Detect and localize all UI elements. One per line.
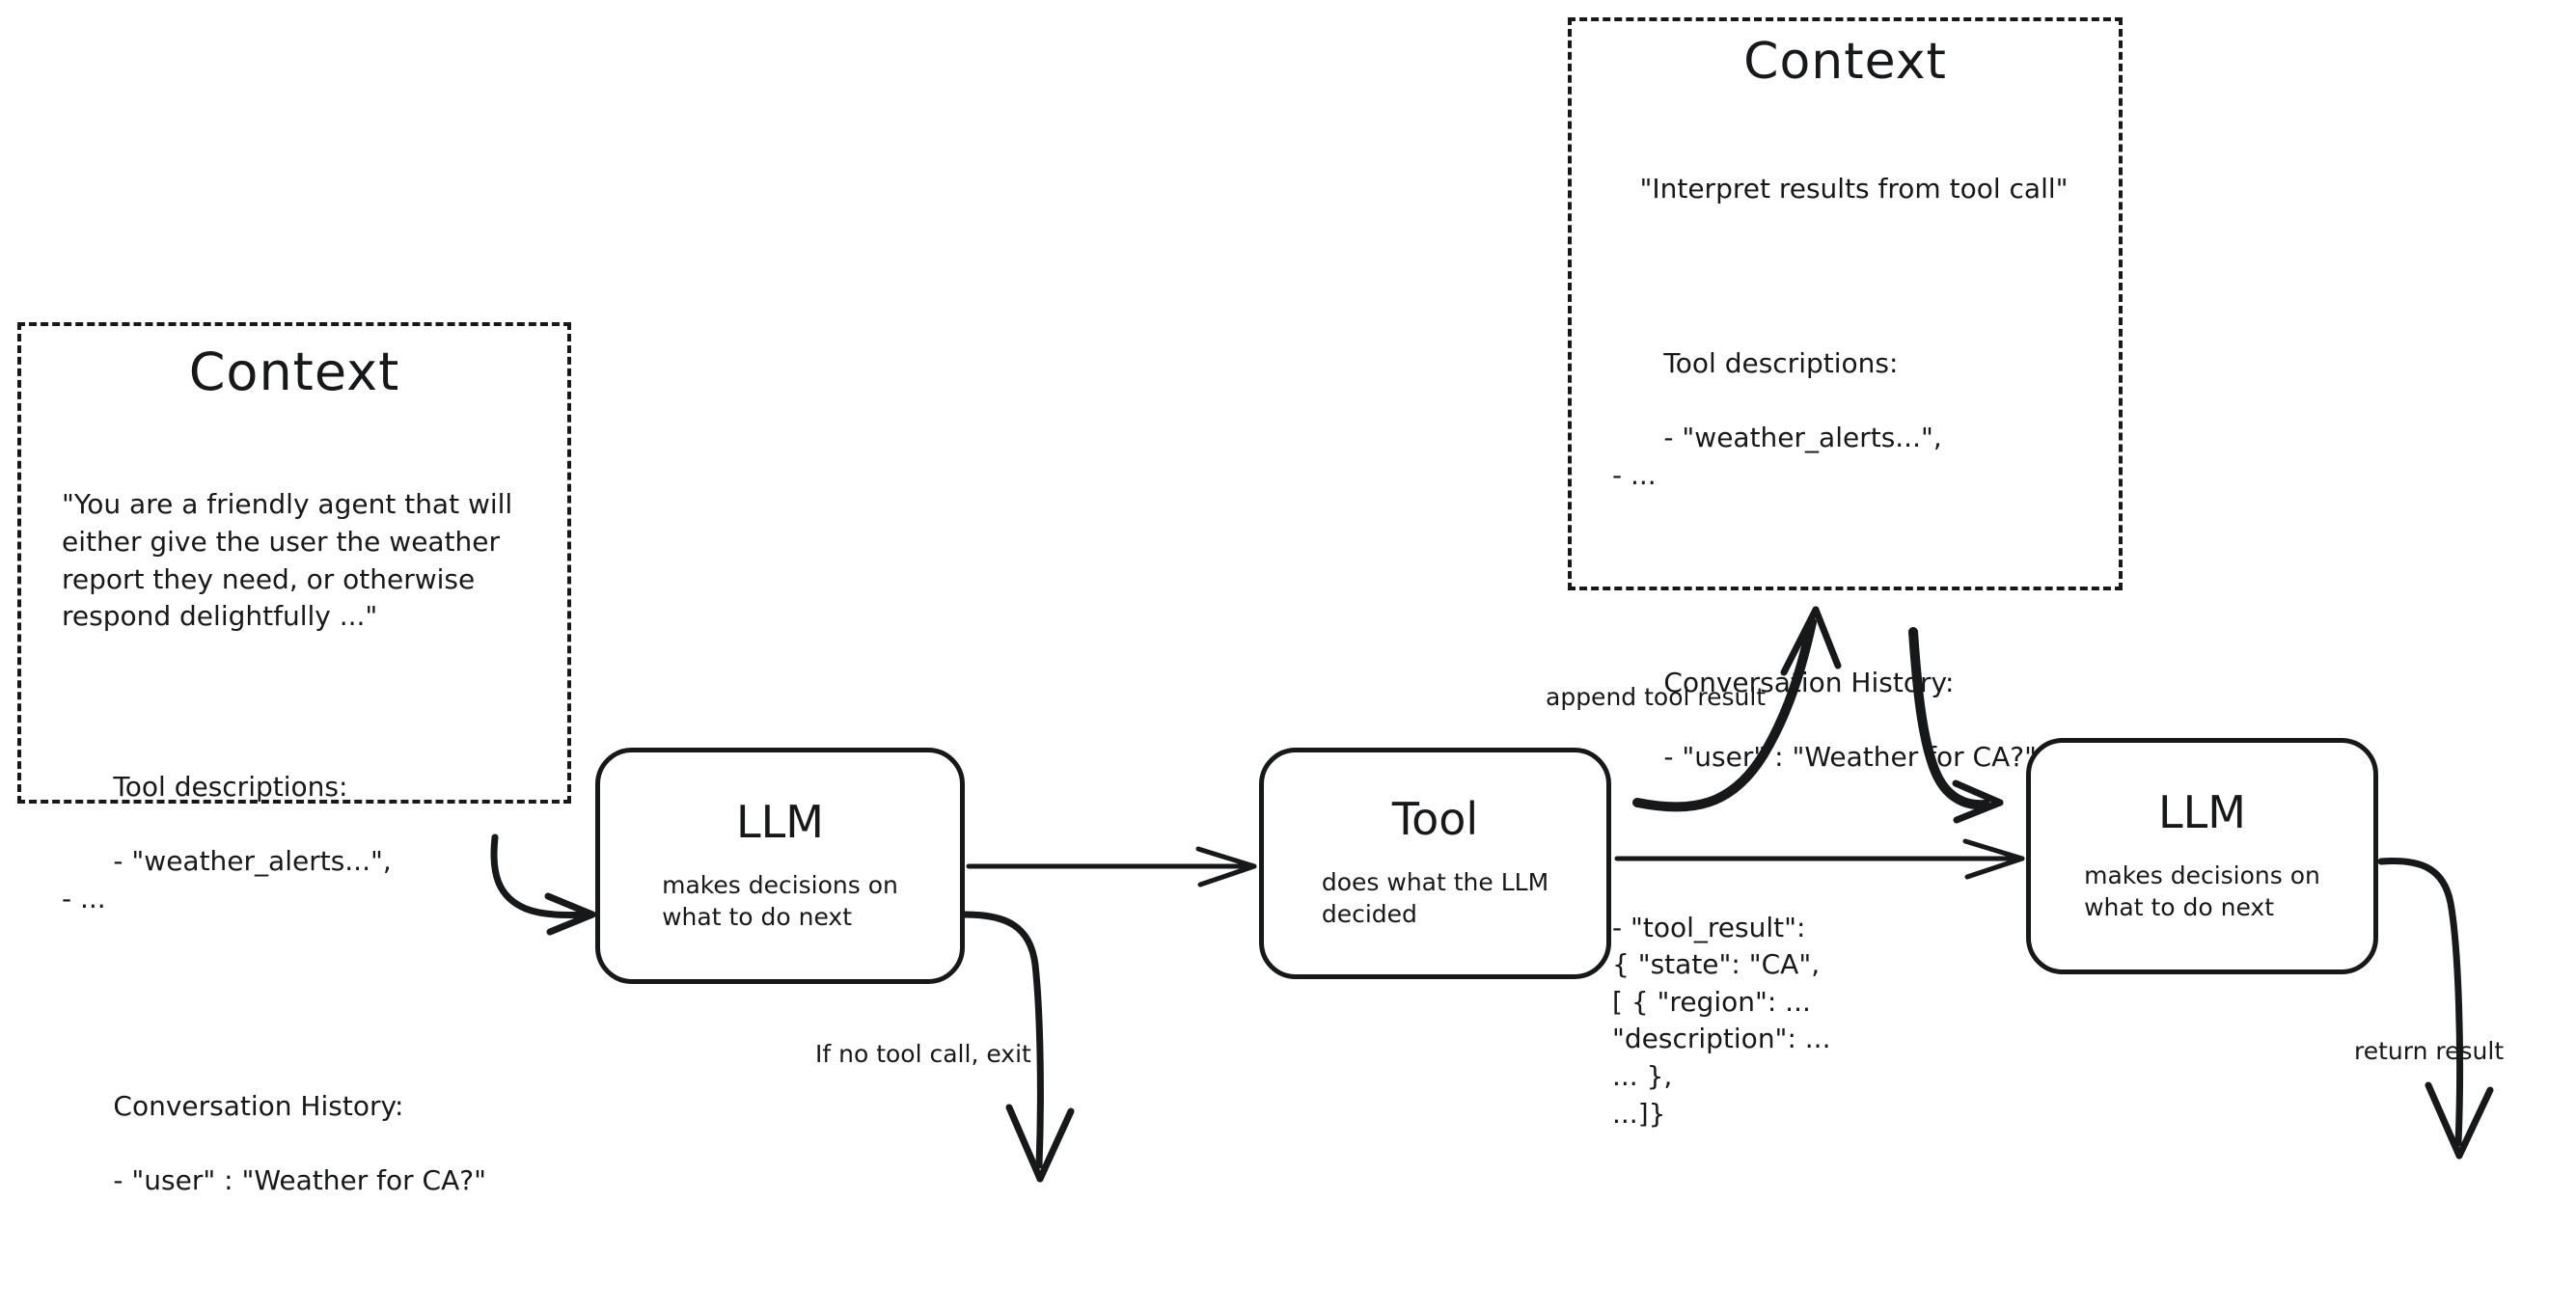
node-llm-first-subtitle: makes decisions on what to do next	[662, 870, 898, 931]
node-llm-first-title: LLM	[736, 795, 824, 848]
context-left-tool-items: - "weather_alerts...", - ...	[62, 844, 392, 915]
arrow-return-result	[2377, 858, 2494, 1160]
arrow-append-tool-result	[1632, 606, 1842, 812]
context-right-conversation: Conversation History: - "user" : "Weathe…	[1612, 627, 2096, 813]
context-left-system-prompt: "You are a friendly agent that will eith…	[62, 488, 522, 633]
arrow-context-to-llm2	[1908, 627, 2004, 824]
context-left-tool-heading: Tool descriptions:	[113, 770, 348, 803]
node-tool-subtitle: does what the LLM decided	[1321, 868, 1549, 928]
edge-label-return-result: return result	[2354, 1037, 2505, 1065]
arrow-llm-to-tool	[966, 846, 1257, 888]
node-llm-first[interactable]: LLM makes decisions on what to do next	[595, 748, 965, 984]
arrow-tool-to-llm2	[1614, 838, 2025, 880]
diagram-canvas: .stroke { fill: none; stroke: #17181a; s…	[490, 606, 2494, 1183]
context-left-conversation-items: - "user" : "Weather for CA?"	[113, 1163, 486, 1196]
context-left-tool-descriptions: Tool descriptions: - "weather_alerts..."…	[62, 731, 540, 955]
context-right-conversation-user: - "user" : "Weather for CA?"	[1663, 741, 2037, 773]
edge-label-append-tool-result: append tool result	[1546, 683, 1767, 711]
context-right-system-prompt: "Interpret results from tool call"	[1639, 173, 2069, 205]
context-left-body: "You are a friendly agent that will eith…	[48, 412, 540, 1311]
context-right-tool-descriptions: Tool descriptions: - "weather_alerts..."…	[1612, 308, 2096, 532]
context-left-conversation: Conversation History: - "user" : "Weathe…	[62, 1051, 540, 1237]
context-box-initial: Context "You are a friendly agent that w…	[17, 322, 571, 1196]
context-left-title: Context	[188, 341, 400, 402]
arrow-context-to-llm	[490, 833, 596, 936]
context-right-tool-items: - "weather_alerts...", - ...	[1612, 422, 1942, 491]
node-tool[interactable]: Tool does what the LLM decided	[1259, 748, 1611, 979]
context-right-tool-result: - "tool_result": { "state": "CA", [ { "r…	[1612, 911, 1831, 1130]
node-llm-second[interactable]: LLM makes decisions on what to do next	[2026, 738, 2378, 974]
arrow-if-no-tool-call-exit	[961, 911, 1075, 1183]
node-tool-title: Tool	[1391, 793, 1479, 845]
context-right-body: "Interpret results from tool call" Tool …	[1595, 96, 2096, 1208]
context-right-title: Context	[1743, 33, 1947, 91]
context-right-conversation-heading: Conversation History:	[1663, 666, 1955, 698]
context-right-tool-heading: Tool descriptions:	[1663, 346, 1899, 379]
context-box-after-tool: Context "Interpret results from tool cal…	[1568, 17, 2123, 1130]
node-llm-second-subtitle: makes decisions on what to do next	[2084, 860, 2320, 921]
edge-label-if-no-tool-call-exit: If no tool call, exit	[815, 1040, 1031, 1068]
context-left-conversation-heading: Conversation History:	[113, 1089, 404, 1122]
node-llm-second-title: LLM	[2158, 785, 2246, 838]
